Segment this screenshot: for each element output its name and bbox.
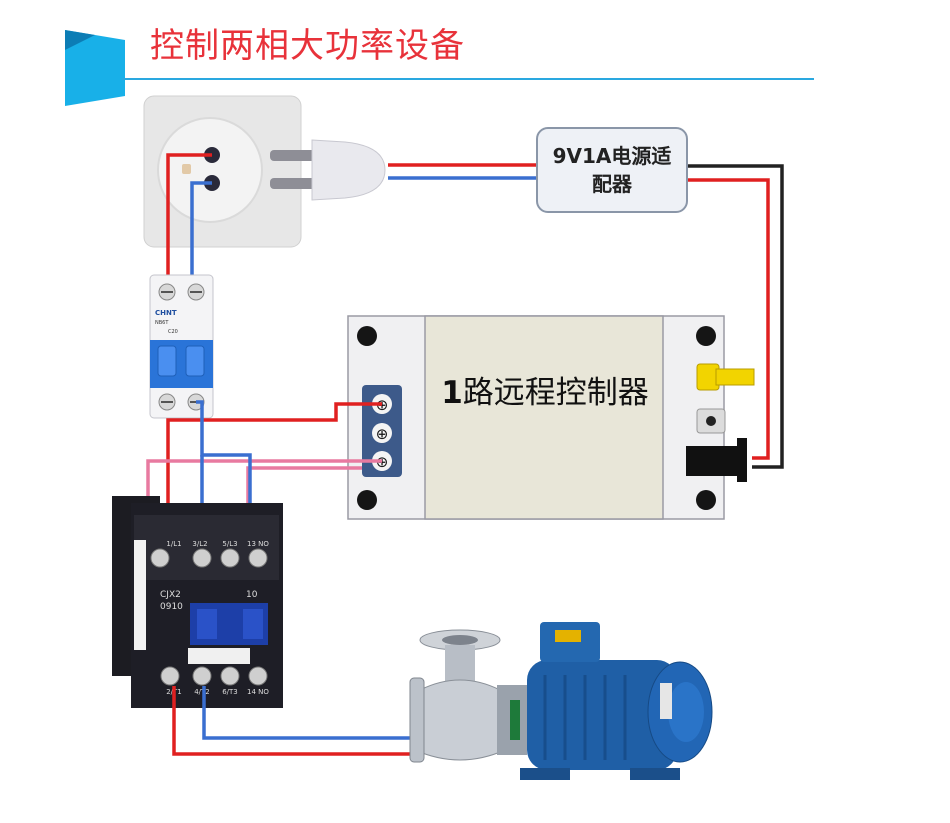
page-title: 控制两相大功率设备 (150, 26, 465, 66)
contactor-model: CJX2 (160, 590, 181, 600)
contactor-term-bot-4: 14 NO (247, 688, 269, 696)
breaker-model: NB6T (155, 320, 169, 326)
contactor-number: 10 (246, 590, 258, 600)
remote-controller: ⊕ ⊕ ⊕ (347, 315, 755, 520)
breaker-brand: CHNT (155, 309, 177, 317)
circuit-breaker: CHNT NB6T C20 (149, 274, 214, 419)
title-divider (122, 78, 814, 80)
wire-socket-red (166, 153, 212, 278)
contactor-term-top-4: 13 NO (247, 540, 269, 548)
contactor: 1/L1 3/L2 5/L3 13 NO CJX2 0910 10 2/T1 4… (112, 496, 283, 708)
power-adapter-box: 9V1A电源适配器 (536, 127, 688, 213)
contactor-code: 0910 (160, 602, 183, 612)
wire-pump-blue (202, 686, 414, 740)
power-adapter-label: 9V1A电源适配器 (552, 144, 672, 196)
contactor-term-top-2: 3/L2 (192, 540, 207, 548)
terminal-2 (372, 423, 392, 443)
controller-label: 1路远程控制器 (430, 368, 660, 418)
wire-pump-red (172, 686, 414, 756)
title-flag-icon (65, 30, 125, 106)
power-plug (270, 139, 386, 201)
contactor-term-top-3: 5/L3 (222, 540, 237, 548)
controller-label-number: 1 (441, 375, 463, 411)
wire-adapter-black (688, 164, 784, 469)
wire-adapter-red (688, 178, 770, 460)
wire-socket-blue (190, 181, 212, 278)
contactor-term-bot-2: 4/T2 (194, 688, 210, 696)
contactor-term-top-1: 1/L1 (166, 540, 181, 548)
contactor-term-bot-3: 6/T3 (222, 688, 238, 696)
breaker-rating: C20 (168, 329, 178, 335)
terminal-symbol-2: ⊕ (376, 425, 389, 443)
water-pump (409, 622, 713, 780)
controller-label-text: 路远程控制器 (462, 375, 649, 411)
power-jack (686, 446, 738, 476)
